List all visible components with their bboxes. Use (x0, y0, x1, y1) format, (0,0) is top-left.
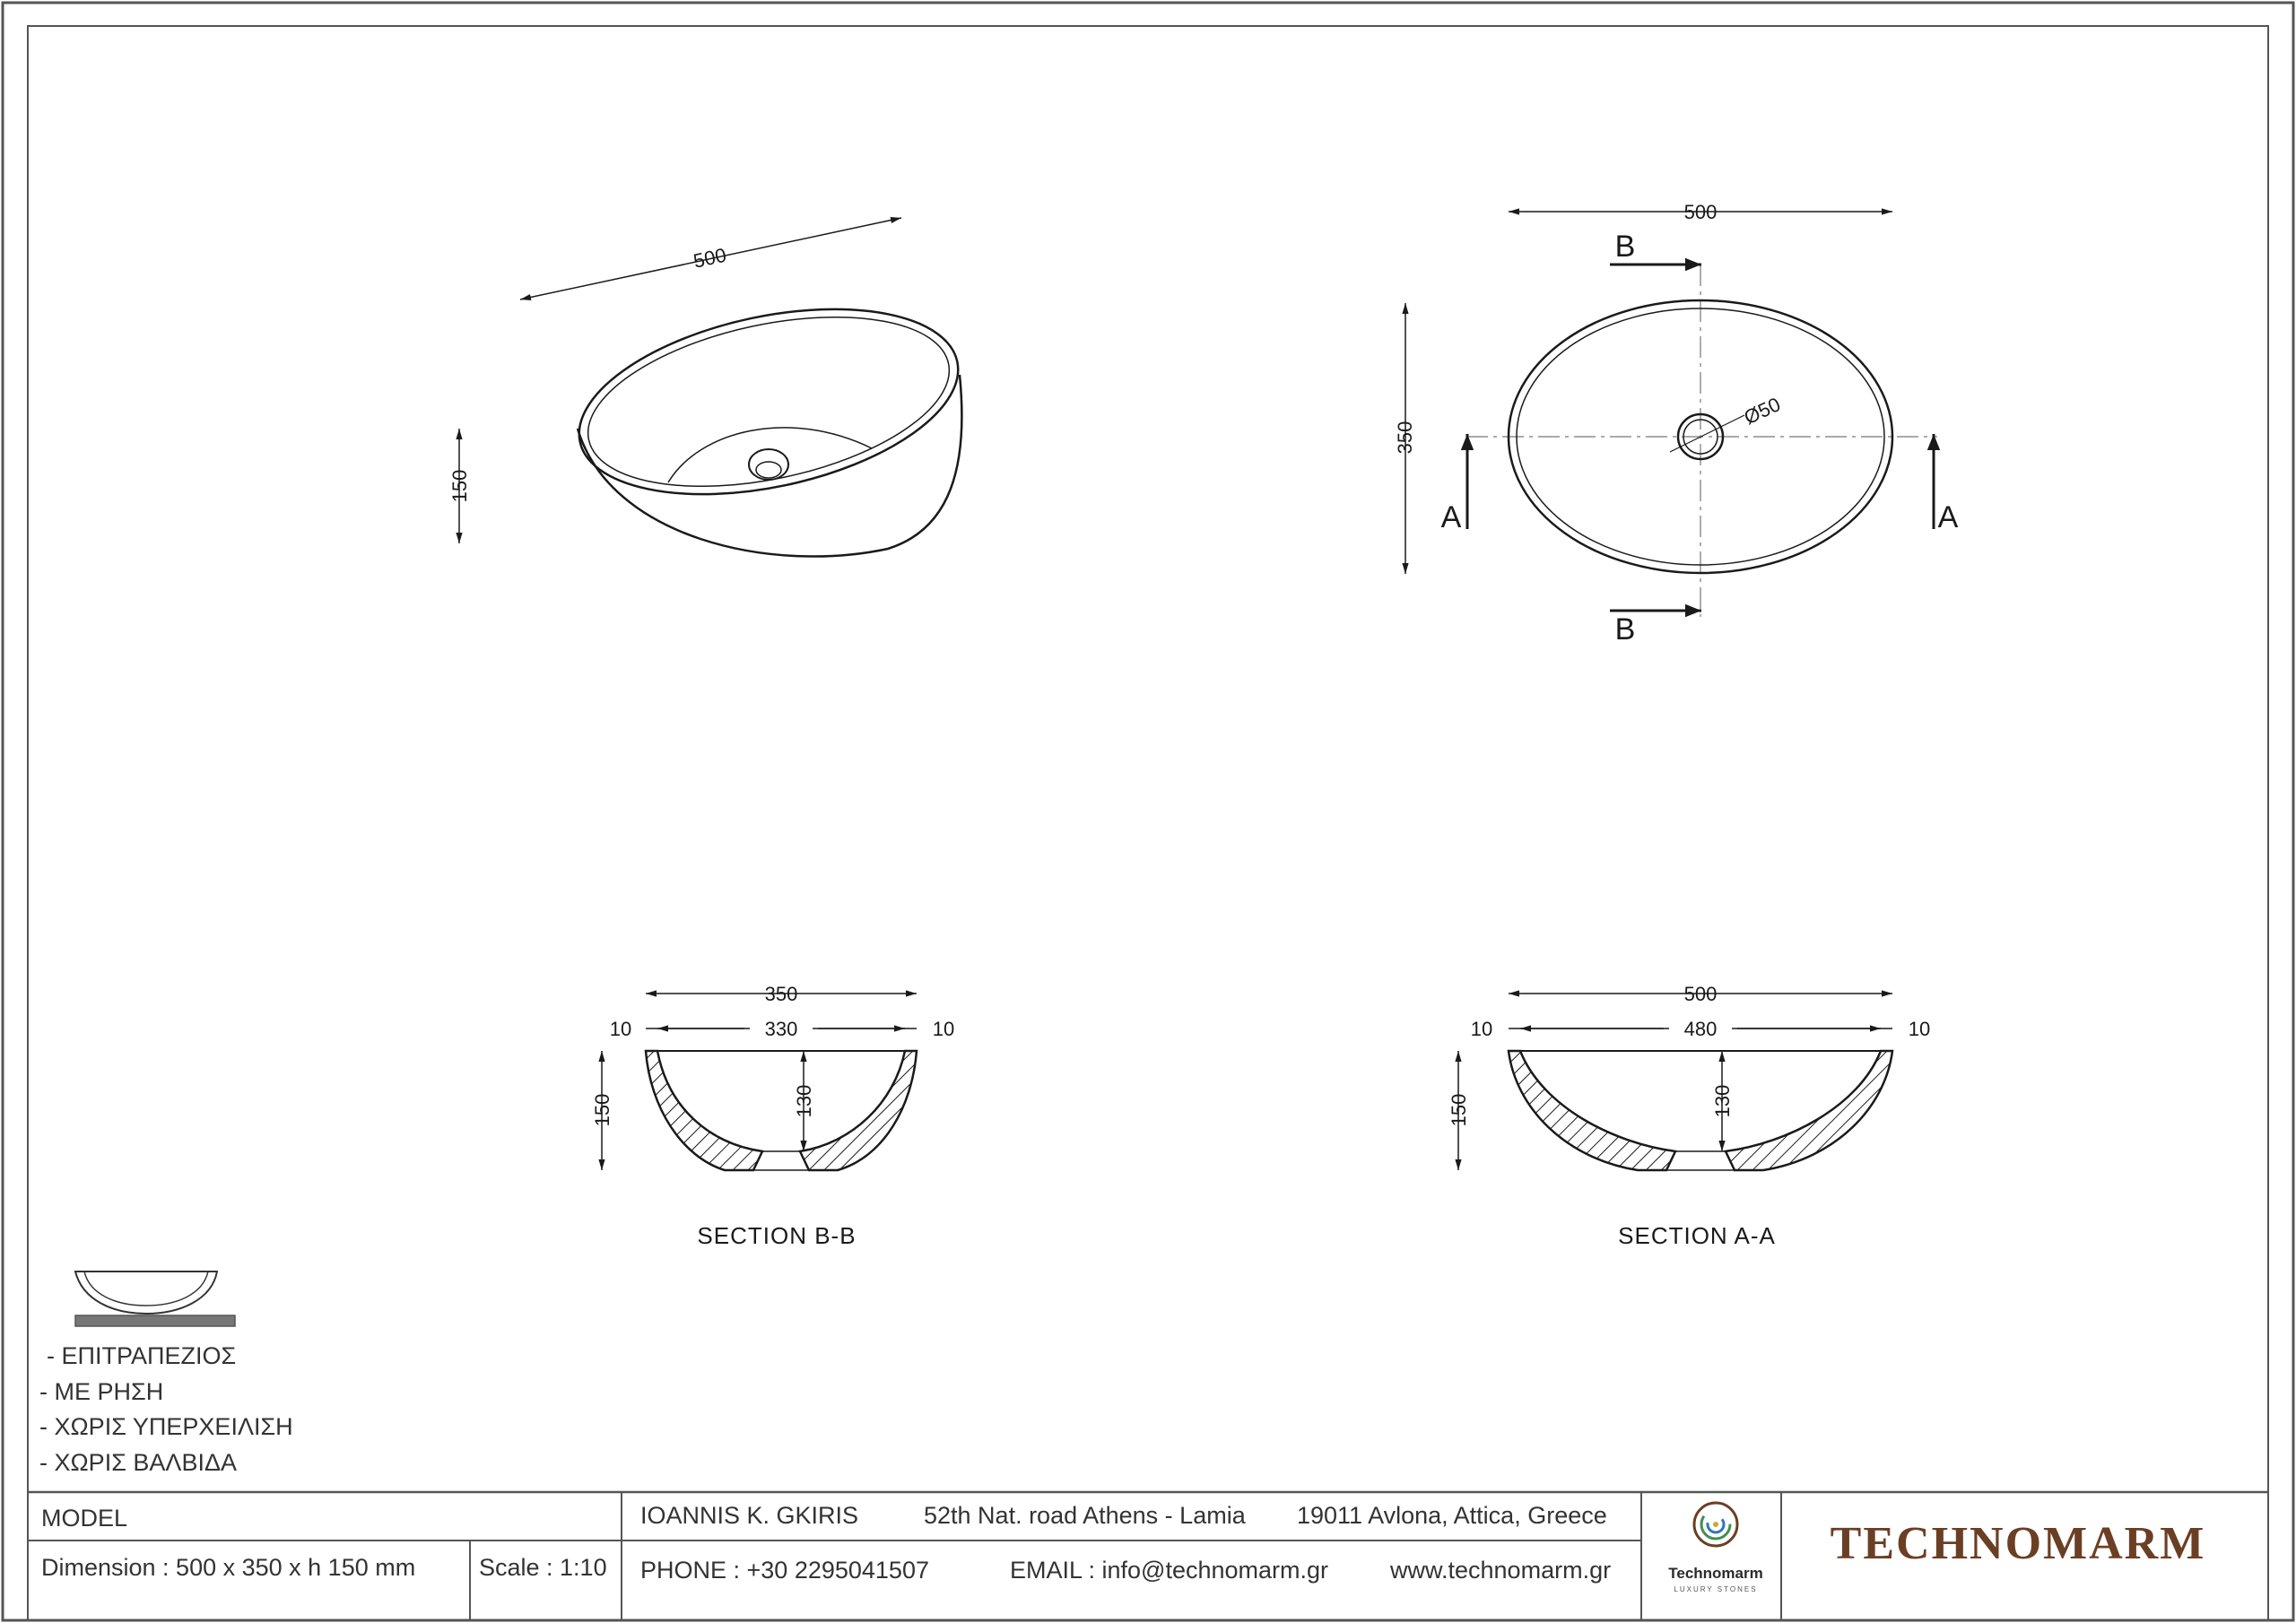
scale-text: Scale : 1:10 (479, 1554, 607, 1581)
section-aa-wall-left-dim: 10 (1471, 1018, 1492, 1040)
note-countertop: - ΕΠΙΤΡΑΠΕΖΙΟΣ (47, 1342, 236, 1369)
iso-height-dim: 150 (448, 470, 471, 503)
company-website: www.technomarm.gr (1389, 1557, 1611, 1584)
section-bb-wall-left (644, 1049, 764, 1172)
company-phone: PHONE : +30 2295041507 (640, 1557, 929, 1584)
plan-rim-outer (1507, 299, 1894, 575)
section-bb-wall-right-dim: 10 (933, 1018, 954, 1040)
section-bb-wall-left-dim: 10 (610, 1018, 631, 1040)
section-bb-inner-dim: 330 (765, 1018, 798, 1040)
note-no-overflow: - ΧΩΡΙΣ ΥΠΕΡΧΕΙΛΙΣΗ (39, 1413, 293, 1440)
plan-rim-inner (1516, 308, 1885, 566)
mounting-icon (74, 1271, 236, 1327)
inner-frame (27, 25, 2269, 1621)
cut-a-right-label: A (1938, 500, 1959, 534)
section-aa-wall-right (1724, 1049, 1894, 1172)
dimension-text: Dimension : 500 x 350 x h 150 mm (41, 1554, 415, 1581)
cut-b-bottom-label: B (1615, 612, 1636, 647)
plan-drain-dim: Ø50 (1741, 393, 1784, 429)
company-email: EMAIL : info@technomarm.gr (1010, 1557, 1328, 1584)
plan-width-dim: 500 (1684, 201, 1718, 223)
technomarm-logo-icon (1692, 1501, 1739, 1548)
plan-drain-inner (1683, 419, 1718, 455)
logo-tagline: LUXURY STONES (1674, 1585, 1757, 1593)
cut-a-left-label: A (1441, 500, 1462, 534)
section-bb-height-dim: 150 (591, 1094, 613, 1127)
iso-bowl-rim-inner (587, 316, 951, 488)
section-bb-outer-dim: 350 (765, 983, 798, 1005)
iso-bowl-rim-outer (578, 308, 960, 496)
section-aa-wall-left (1507, 1049, 1677, 1172)
logo-name: Technomarm (1668, 1565, 1763, 1582)
plan-depth-dim: 350 (1394, 421, 1416, 455)
model-label: MODEL (41, 1505, 127, 1532)
iso-drain-inner (755, 461, 782, 479)
section-bb-title: SECTION B-B (697, 1222, 856, 1249)
section-aa-view: 500 480 10 10 150 130 SECTION A-A (1448, 983, 1934, 1249)
isometric-view: 500 150 (448, 216, 963, 558)
company-name: IOANNIS K. GKIRIS (640, 1502, 858, 1529)
company-road: 52th Nat. road Athens - Lamia (924, 1502, 1247, 1529)
section-aa-outer-dim: 500 (1684, 983, 1718, 1005)
cut-b-top-label: B (1615, 230, 1636, 264)
iso-length-dim: 500 (691, 244, 728, 273)
note-with-drain: - ΜΕ ΡΗΣΗ (39, 1378, 163, 1405)
brand-wordmark: TECHNOMARM (1831, 1518, 2206, 1569)
title-block (28, 1490, 2268, 1620)
company-city: 19011 Avlona, Attica, Greece (1297, 1502, 1607, 1529)
iso-bowl-inner-curve (667, 427, 873, 483)
section-bb-view: 350 330 10 10 150 130 SECTION B-B (591, 983, 958, 1249)
section-aa-height-dim: 150 (1448, 1094, 1470, 1127)
note-no-valve: - ΧΩΡΙΣ ΒΑΛΒΙΔΑ (39, 1449, 237, 1476)
iso-drain (748, 448, 789, 481)
section-aa-wall-right-dim: 10 (1909, 1018, 1930, 1040)
iso-bowl-body (576, 374, 963, 558)
plan-drain-outer (1676, 412, 1725, 461)
section-aa-inner-dim: 480 (1684, 1018, 1718, 1040)
plan-view: 500 350 Ø50 B B A A (1394, 201, 1959, 647)
section-bb-inner-height-dim: 130 (793, 1085, 815, 1118)
section-aa-inner-height-dim: 130 (1711, 1085, 1734, 1118)
section-aa-title: SECTION A-A (1618, 1222, 1776, 1249)
section-bb-wall-right (798, 1049, 918, 1172)
